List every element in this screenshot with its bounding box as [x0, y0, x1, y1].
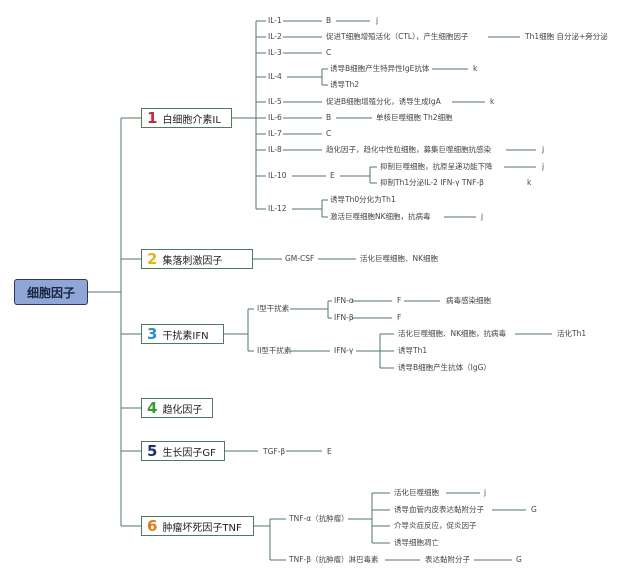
category-gf: 5 生长因子GF [141, 441, 225, 461]
il-detail: 促进T细胞增殖活化（CTL），产生细胞因子 [326, 32, 469, 41]
tnf-beta-name: TNF-β（抗肿瘤）淋巴毒素 [289, 555, 379, 564]
tnf-detail: 表达黏附分子 [425, 555, 470, 564]
il-detail: 促进B细胞增殖分化，诱导生成IgA [326, 97, 441, 106]
category-chemokine: 4 趋化因子 [141, 398, 213, 418]
ifn-type1-label: I型干扰素 [257, 304, 290, 313]
category-number: 4 [147, 399, 158, 417]
il-name: IL-2 [268, 32, 282, 41]
category-label: 肿瘤坏死因子TNF [162, 522, 242, 534]
il-name: IL-5 [268, 97, 282, 106]
category-tnf: 6 肿瘤坏死因子TNF [141, 516, 254, 536]
il-detail: k [473, 64, 478, 73]
ifn-name: IFN-β [334, 313, 354, 322]
il-detail: B [326, 16, 332, 25]
il-detail: j [376, 16, 379, 25]
il-detail: 抑制Th1分泌IL-2 IFN-γ TNF-β [380, 178, 484, 187]
il-name: IL-8 [268, 145, 282, 154]
tnf-detail: 活化巨噬细胞 [394, 488, 439, 497]
il-detail: j [542, 145, 545, 154]
il-detail: 趋化因子，趋化中性粒细胞，募集巨噬细胞抗感染 [326, 145, 491, 154]
category-label: 生长因子GF [162, 447, 216, 459]
root-node: 细胞因子 [14, 279, 88, 305]
tnf-detail: 诱导血管内皮表达黏附分子 [394, 505, 484, 514]
csf-name: GM-CSF [285, 254, 315, 263]
category-label: 集落刺激因子 [162, 255, 223, 267]
category-number: 1 [147, 109, 158, 127]
ifn-detail: 活化Th1 [557, 329, 587, 338]
il-detail: Th1细胞 自分泌+旁分泌 [525, 32, 608, 41]
tnf-detail: 介导炎症反应，促炎因子 [394, 521, 477, 530]
gf-name: TGF-β [263, 447, 286, 456]
ifn-detail: 活化巨噬细胞、NK细胞，抗病毒 [398, 329, 507, 338]
category-label: 趋化因子 [162, 404, 203, 416]
il-detail: 激活巨噬细胞NK细胞，抗病毒 [330, 212, 431, 221]
il-detail: 诱导B细胞产生特异性IgE抗体 [330, 64, 430, 73]
ifn-name: IFN-γ [334, 346, 354, 355]
category-label: 干扰素IFN [162, 330, 209, 342]
category-number: 2 [147, 250, 158, 268]
csf-detail: 活化巨噬细胞、NK细胞 [360, 254, 439, 263]
gf-detail: E [327, 447, 332, 456]
il-detail: 单核巨噬细胞 Th2细胞 [376, 113, 453, 122]
tnf-detail: G [531, 505, 537, 514]
category-csf: 2 集落刺激因子 [141, 249, 253, 269]
il-name: IL-4 [268, 72, 282, 81]
il-name: IL-3 [268, 48, 282, 57]
category-number: 6 [147, 517, 158, 535]
ifn-name: IFN-α [334, 296, 354, 305]
il-detail: C [326, 48, 332, 57]
il-detail: B [326, 113, 332, 122]
tnf-detail: G [516, 555, 522, 564]
il-detail: j [542, 162, 545, 171]
ifn-detail: 诱导B细胞产生抗体（IgG） [398, 363, 491, 372]
tnf-detail: 诱导细胞凋亡 [394, 538, 439, 547]
ifn-detail: 病毒感染细胞 [446, 296, 491, 305]
il-detail: 诱导Th0分化为Th1 [330, 195, 396, 204]
category-il: 1 白细胞介素IL [141, 108, 232, 128]
il-name: IL-12 [268, 204, 287, 213]
category-ifn: 3 干扰素IFN [141, 324, 224, 344]
il-detail: C [326, 129, 332, 138]
il-name: IL-1 [268, 16, 282, 25]
tnf-detail: j [484, 488, 487, 497]
il-name: IL-6 [268, 113, 282, 122]
category-number: 5 [147, 442, 158, 460]
ifn-detail: 诱导Th1 [398, 346, 428, 355]
il-detail: 抑制巨噬细胞，抗原呈递功能下降 [380, 162, 493, 171]
il-detail: 诱导Th2 [330, 80, 360, 89]
il-name: IL-7 [268, 129, 282, 138]
ifn-type2-label: II型干扰素 [257, 346, 292, 355]
ifn-detail: F [397, 313, 402, 322]
category-label: 白细胞介素IL [162, 114, 221, 126]
tnf-alpha-name: TNF-α（抗肿瘤） [289, 514, 349, 523]
il-detail: j [481, 212, 484, 221]
il-name: IL-10 [268, 171, 287, 180]
category-number: 3 [147, 325, 158, 343]
il-detail: k [527, 178, 532, 187]
il-detail: E [330, 171, 335, 180]
ifn-detail: F [397, 296, 402, 305]
il-detail: k [490, 97, 495, 106]
